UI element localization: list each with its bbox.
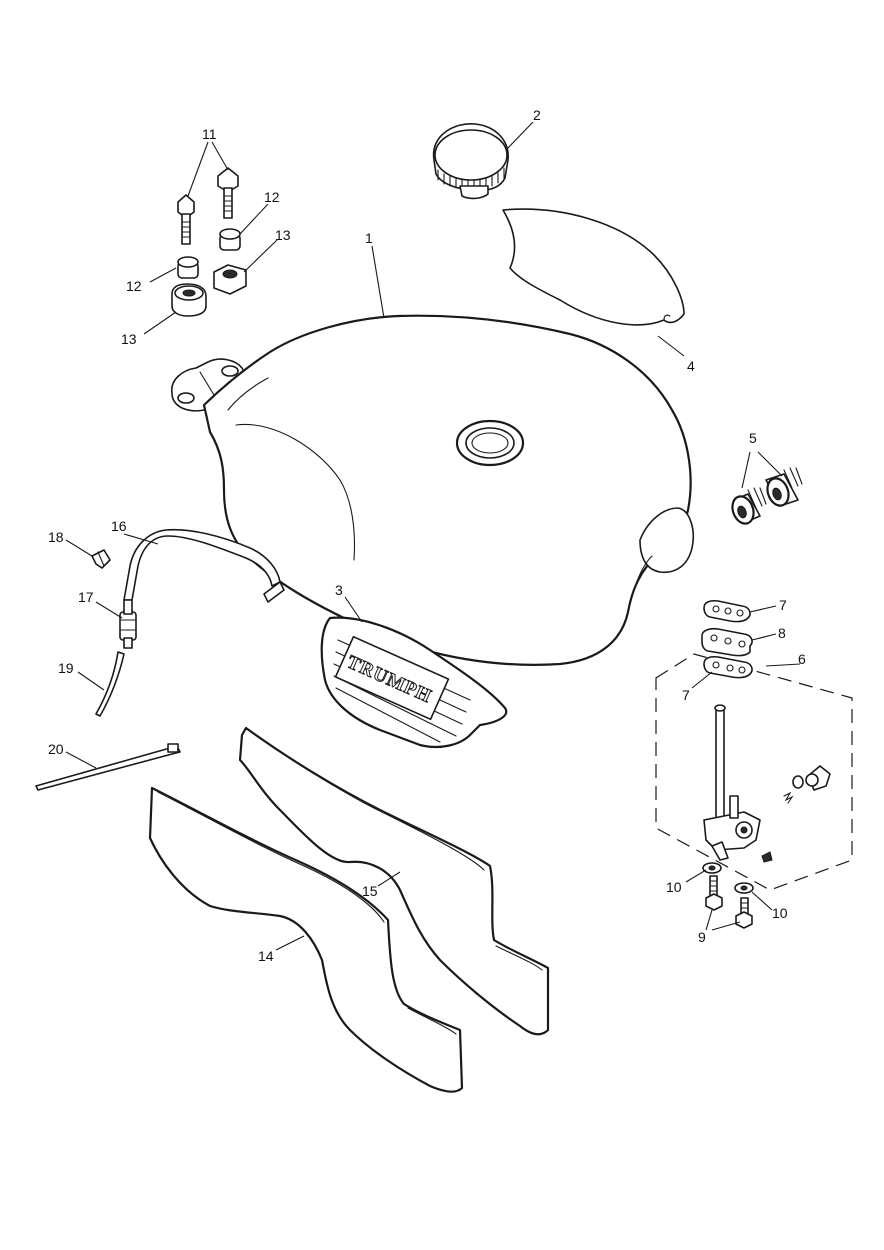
callout-6: 6 (798, 651, 806, 667)
callout-9: 9 (698, 929, 706, 945)
callout-8: 8 (778, 625, 786, 641)
tank-top-panel (502, 208, 685, 326)
callout-2: 2 (533, 107, 541, 123)
fuel-tank (171, 314, 694, 666)
callout-13-bottom: 13 (121, 331, 137, 347)
tap-spacer (701, 627, 753, 657)
callout-17: 17 (78, 589, 94, 605)
cable-tie (35, 743, 181, 791)
foam-pad-15 (238, 726, 550, 1036)
callout-15: 15 (362, 883, 378, 899)
fuel-tap-assembly (655, 653, 853, 891)
tank-badge: TRUMPH (320, 616, 508, 749)
filler-cap (432, 123, 509, 200)
callout-11: 11 (202, 126, 217, 142)
breather-hose (123, 528, 285, 603)
hose-clip (91, 549, 111, 569)
rubber-mount-left (171, 283, 207, 317)
mount-bolt-right (217, 167, 239, 219)
callout-10-left: 10 (666, 879, 682, 895)
callout-10-right: 10 (772, 905, 788, 921)
rubber-mount-right (213, 264, 247, 295)
callout-1: 1 (365, 230, 373, 246)
callout-16: 16 (111, 518, 127, 534)
callout-12-bottom: 12 (126, 278, 142, 294)
callout-14: 14 (258, 948, 274, 964)
washer-left (702, 862, 722, 874)
spacer-left (177, 256, 199, 279)
tap-bolt-left (705, 875, 723, 911)
callout-20: 20 (48, 741, 64, 757)
callout-5: 5 (749, 430, 757, 446)
callout-4: 4 (687, 358, 695, 374)
callout-18: 18 (48, 529, 64, 545)
fuel-filter (119, 599, 137, 649)
washer-right (734, 882, 754, 894)
callout-19: 19 (58, 660, 74, 676)
foam-pad-14 (148, 786, 464, 1093)
callout-13-top: 13 (275, 227, 291, 243)
tap-gasket-top (703, 599, 751, 623)
drain-hose (95, 651, 125, 717)
tap-bolt-right (735, 897, 753, 929)
mount-bolt-left (177, 194, 195, 245)
tap-gasket-bottom (703, 655, 753, 679)
callout-12-top: 12 (264, 189, 280, 205)
callout-labels: 1 2 3 4 5 6 7 8 7 9 10 10 11 12 12 13 13… (48, 107, 806, 964)
callout-7-top: 7 (779, 597, 787, 613)
rubber-grommets (731, 467, 803, 525)
callout-3: 3 (335, 582, 343, 598)
callout-7-bottom: 7 (682, 687, 690, 703)
spacer-right (219, 228, 241, 251)
leader-lines (65, 121, 801, 951)
